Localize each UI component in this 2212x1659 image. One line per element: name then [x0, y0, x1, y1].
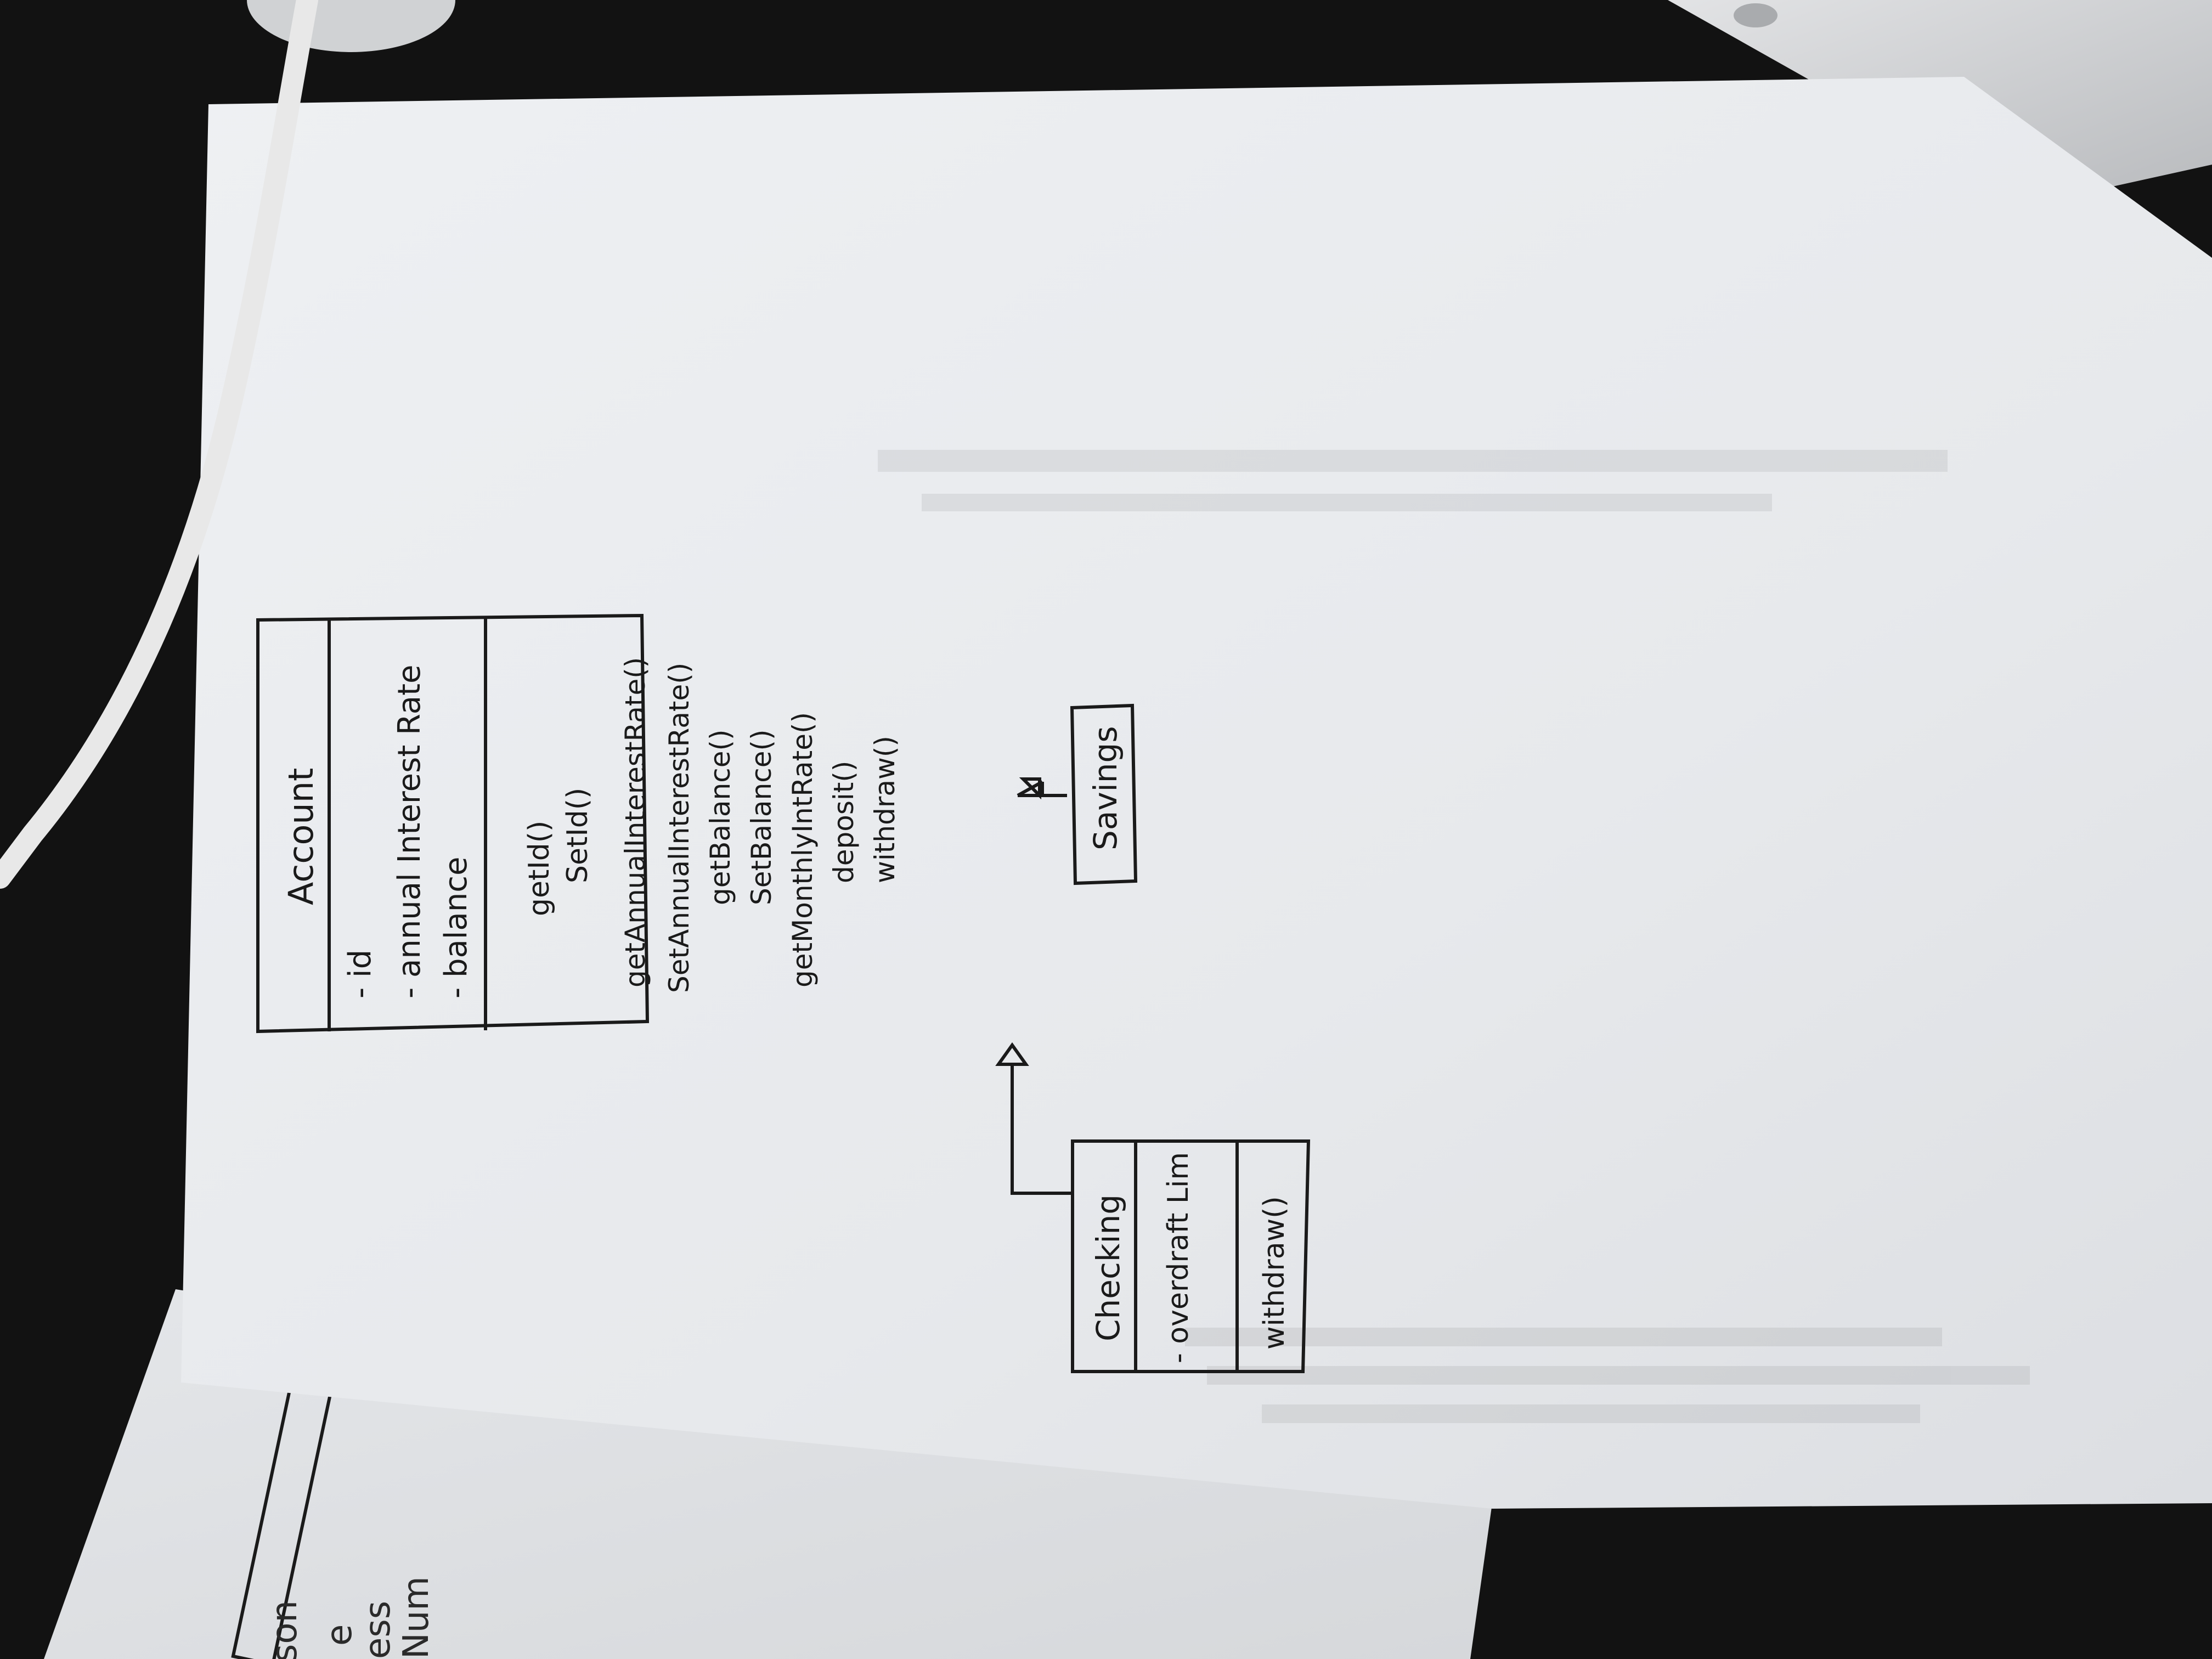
account-class-name: Account — [281, 768, 321, 905]
account-attribute: - balance — [438, 857, 474, 998]
account-attribute: - id — [342, 950, 378, 998]
account-method: getBalance() — [704, 729, 736, 905]
account-method: SetBalance() — [746, 729, 777, 905]
checking-attribute: - overdraft Lim — [1162, 1152, 1195, 1363]
account-method: SetAnnualInterestRate() — [663, 663, 695, 993]
checking-class-name: Checking — [1090, 1194, 1127, 1341]
account-attribute: - annual Interest Rate — [392, 665, 427, 998]
account-method: getAnnualInterestRate() — [619, 657, 651, 988]
savings-class-box — [1070, 703, 1138, 885]
account-method: withdraw() — [869, 736, 901, 883]
second-sheet-fragment: ess — [358, 1601, 398, 1659]
account-methods-lower: getAnnualInterestRate() SetAnnualInteres… — [619, 657, 901, 993]
savings-class-name: Savings — [1087, 726, 1124, 850]
charging-cable — [0, 0, 318, 889]
second-sheet-fragment: Num — [396, 1576, 437, 1659]
checking-class: Checking - overdraft Lim withdraw() — [1071, 1139, 1311, 1373]
account-method: getMonthlyIntRate() — [787, 712, 819, 988]
account-method: SetId() — [561, 788, 594, 883]
account-class: Account - id - annual Interest Rate - ba… — [256, 613, 650, 1034]
savings-class: Savings — [1070, 703, 1138, 885]
account-class-box — [256, 613, 650, 1034]
checking-class-box — [1071, 1139, 1311, 1373]
checking-method: withdraw() — [1258, 1196, 1291, 1350]
account-methods: SetId() — [561, 788, 594, 883]
account-method: getId() — [523, 821, 556, 916]
account-method: deposit() — [828, 761, 860, 883]
savings-inheritance-arrow — [1017, 777, 1067, 800]
bleed-through-text — [878, 450, 2030, 1423]
main-sheet — [181, 77, 2212, 1509]
checking-inheritance-arrow — [995, 1042, 1073, 1195]
second-sheet-fragment: e — [319, 1624, 360, 1646]
second-sheet-fragment: son — [264, 1600, 305, 1659]
